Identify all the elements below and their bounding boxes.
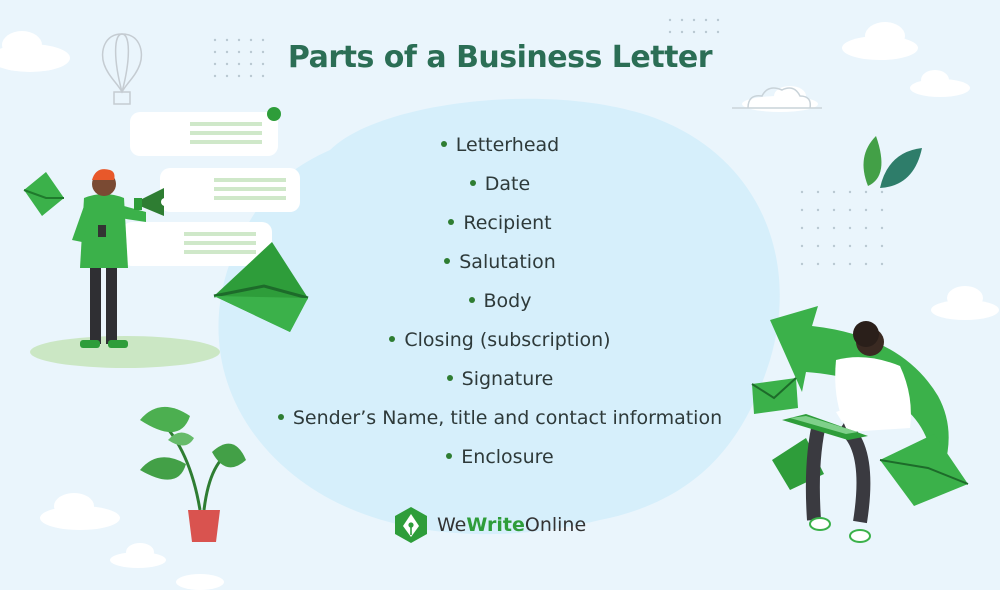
list-item: Sender’s Name, title and contact informa…: [0, 401, 1000, 440]
list-item: Body: [0, 284, 1000, 323]
letter-parts-list: Letterhead Date Recipient Salutation Bod…: [0, 128, 1000, 479]
pen-nib-logo-icon: [395, 507, 427, 543]
title-container: Parts of a Business Letter: [0, 40, 1000, 75]
center-blob: [218, 98, 780, 535]
list-item: Date: [0, 167, 1000, 206]
balloon-icon: [101, 33, 143, 105]
brand-highlight: Write: [466, 514, 525, 536]
brand-prefix: We: [437, 514, 467, 536]
arrow-icon: [770, 306, 949, 496]
list-item-label: Closing (subscription): [404, 329, 611, 351]
bullet-icon: [468, 296, 475, 303]
bullet-icon: [389, 335, 396, 342]
list-item: Signature: [0, 362, 1000, 401]
dot-grid-right: [800, 190, 884, 266]
list-item-label: Sender’s Name, title and contact informa…: [292, 407, 723, 429]
list-item-label: Date: [484, 173, 531, 195]
bullet-icon: [440, 140, 447, 147]
person-with-laptop: [782, 321, 911, 543]
plant-icon: [140, 406, 246, 542]
chat-bubbles: [122, 107, 300, 266]
bullet-icon: [446, 452, 453, 459]
bullet-icon: [446, 374, 453, 381]
bullet-icon: [277, 413, 284, 420]
list-item: Salutation: [0, 245, 1000, 284]
leaves-icon: [863, 136, 922, 188]
brand-suffix: Online: [524, 514, 587, 536]
brand-logo-link[interactable]: WeWriteOnline: [393, 505, 586, 545]
list-item: Letterhead: [0, 128, 1000, 167]
list-item-label: Body: [483, 290, 532, 312]
list-item: Closing (subscription): [0, 323, 1000, 362]
page-title: Parts of a Business Letter: [283, 40, 717, 75]
list-item-label: Signature: [461, 368, 554, 390]
envelope-icon-left: [23, 172, 64, 216]
dot-grid-top: [213, 18, 720, 78]
list-item-label: Letterhead: [455, 134, 560, 156]
outline-cloud: [732, 87, 822, 109]
bullet-icon: [469, 179, 476, 186]
list-item-label: Salutation: [459, 251, 556, 273]
bullet-icon: [444, 257, 451, 264]
list-item: Recipient: [0, 206, 1000, 245]
brand-name: WeWriteOnline: [437, 514, 586, 536]
bullet-icon: [448, 218, 455, 225]
envelope-icon-large: [213, 242, 309, 332]
ground-left: [30, 336, 220, 368]
list-item: Enclosure: [0, 440, 1000, 479]
list-item-label: Recipient: [463, 212, 552, 234]
list-item-label: Enclosure: [461, 446, 554, 468]
man-with-megaphone: [72, 169, 169, 348]
